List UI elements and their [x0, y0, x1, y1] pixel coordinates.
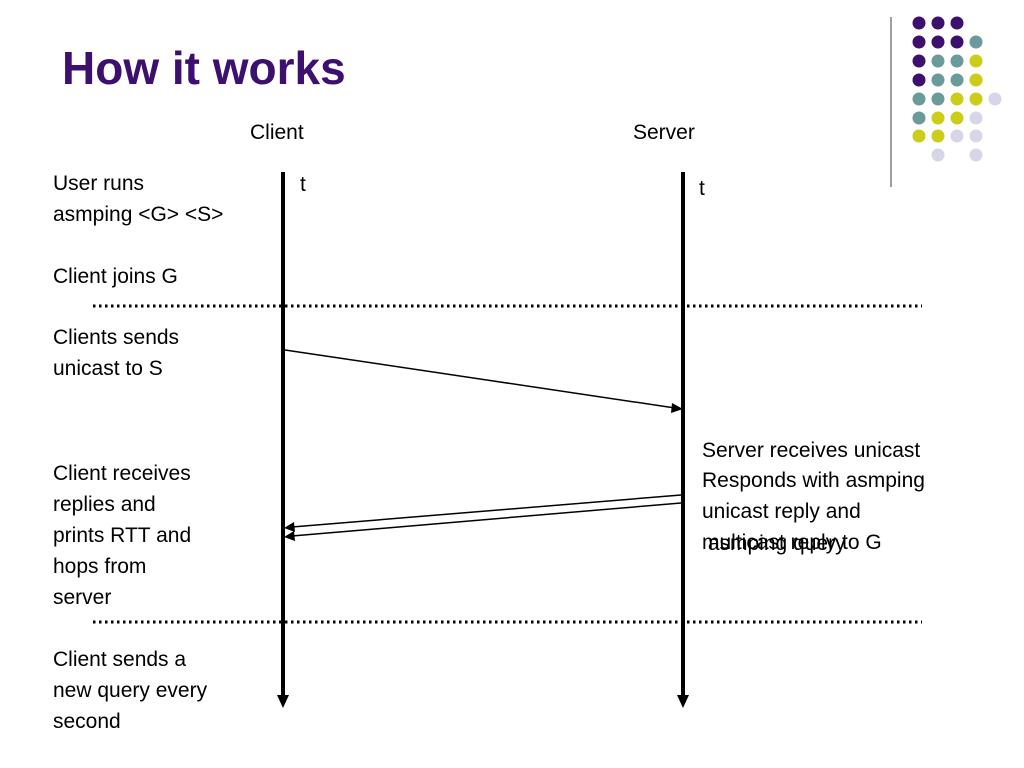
dot	[950, 16, 964, 30]
server-timeline-arrowhead	[677, 695, 689, 708]
dot	[950, 54, 964, 68]
server-time-axis-label: t	[699, 177, 705, 200]
dot	[912, 73, 926, 87]
step-line: Server receives unicast	[702, 439, 921, 462]
query-arrowhead	[671, 403, 683, 413]
server-column-label: Server	[633, 121, 695, 144]
step-line: Client sends a	[53, 648, 187, 671]
dot	[912, 111, 926, 125]
dot	[931, 111, 945, 125]
dot	[950, 111, 964, 125]
dot	[931, 16, 945, 30]
dot	[969, 148, 983, 162]
dot	[931, 54, 945, 68]
unicast-reply-arrow	[291, 494, 682, 528]
dot	[912, 92, 926, 106]
step-line: Clients sends	[53, 326, 180, 349]
client-column-label: Client	[250, 121, 304, 144]
step-line: asmping query	[702, 532, 846, 555]
step-line: unicast reply and	[702, 500, 861, 523]
multicast-reply-arrowhead	[284, 531, 295, 541]
dot	[931, 148, 945, 162]
client-timeline-arrowhead	[277, 695, 289, 708]
dot	[931, 129, 945, 143]
dot	[950, 129, 964, 143]
step-line: server	[53, 586, 112, 609]
multicast-reply-arrow	[291, 502, 682, 537]
dot	[950, 35, 964, 49]
step-line: unicast to S	[53, 357, 163, 380]
step-user-runs: User runs asmping <G> <S>	[53, 168, 223, 230]
dot	[912, 129, 926, 143]
dot	[969, 73, 983, 87]
dot	[969, 54, 983, 68]
step-line: new query every	[53, 679, 208, 702]
step-line: second	[53, 710, 121, 733]
step-server-responds: Responds with asmping unicast reply and …	[702, 465, 925, 558]
step-line: Responds with asmping	[702, 469, 925, 492]
dot	[931, 92, 945, 106]
step-line: hops from	[53, 555, 147, 578]
slide-title: How it works	[62, 42, 346, 94]
step-client-receives: Client receives replies and prints RTT a…	[53, 458, 191, 613]
step-client-joins: Client joins G	[53, 261, 178, 292]
dot	[969, 111, 983, 125]
step-line: asmping <G> <S>	[53, 203, 224, 226]
step-line: prints RTT and	[53, 524, 192, 547]
step-line: User runs	[53, 172, 145, 195]
dot	[950, 92, 964, 106]
step-line: Client joins G	[53, 265, 178, 288]
step-line: Client receives	[53, 462, 191, 485]
dot	[912, 35, 926, 49]
dot	[931, 73, 945, 87]
dot	[912, 54, 926, 68]
step-client-repeats: Client sends a new query every second	[53, 644, 207, 737]
dot	[969, 35, 983, 49]
dot	[912, 16, 926, 30]
decorative-dot-grid	[912, 16, 1002, 162]
step-server-receives: Server receives unicast asmping query	[702, 373, 920, 621]
step-client-sends-unicast: Clients sends unicast to S	[53, 322, 179, 384]
client-time-axis-label: t	[300, 173, 306, 196]
dot	[931, 35, 945, 49]
dot	[950, 73, 964, 87]
query-arrow	[284, 349, 676, 409]
step-line: multicast reply to G	[702, 531, 882, 554]
dot	[988, 92, 1002, 106]
step-line: replies and	[53, 493, 156, 516]
dot	[969, 129, 983, 143]
unicast-reply-arrowhead	[284, 522, 295, 532]
dot	[969, 92, 983, 106]
